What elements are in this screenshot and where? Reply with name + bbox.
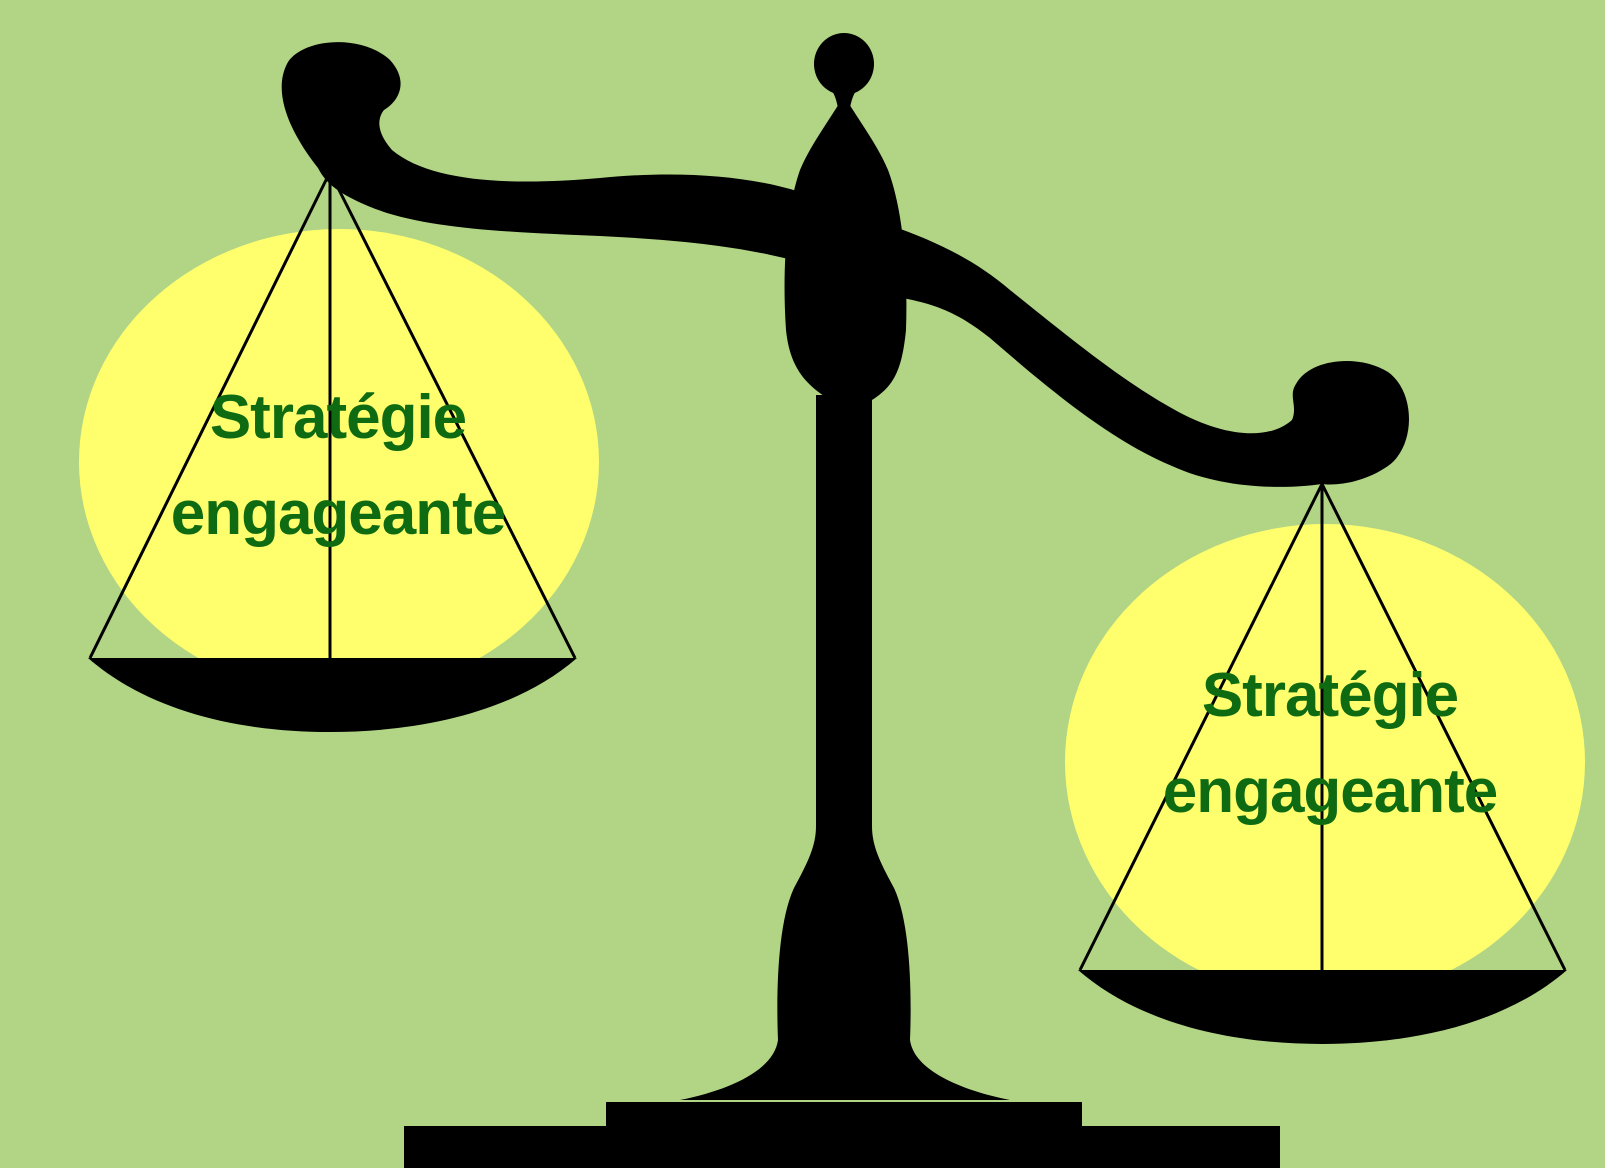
right-pan-label-line2: engageante [1162,757,1499,826]
left-pan [88,658,577,732]
scale-finial [814,33,874,95]
right-pan [1078,970,1567,1044]
left-pan-strings [88,171,577,662]
left-highlight-circle [79,229,599,695]
scale-neck [826,82,862,108]
scale-base-bottom [404,1126,1280,1168]
left-pan-label: Stratégie engageante [128,370,548,562]
scale-column [610,395,1082,1100]
right-pan-label-line1: Stratégie [1201,661,1459,730]
left-pan-label-line2: engageante [170,479,507,548]
left-pan-label-line1: Stratégie [209,383,467,452]
right-highlight-circle [1065,524,1585,1000]
scale-pivot [784,102,907,400]
right-pan-strings [1078,483,1567,975]
right-pan-label: Stratégie engageante [1120,648,1540,840]
